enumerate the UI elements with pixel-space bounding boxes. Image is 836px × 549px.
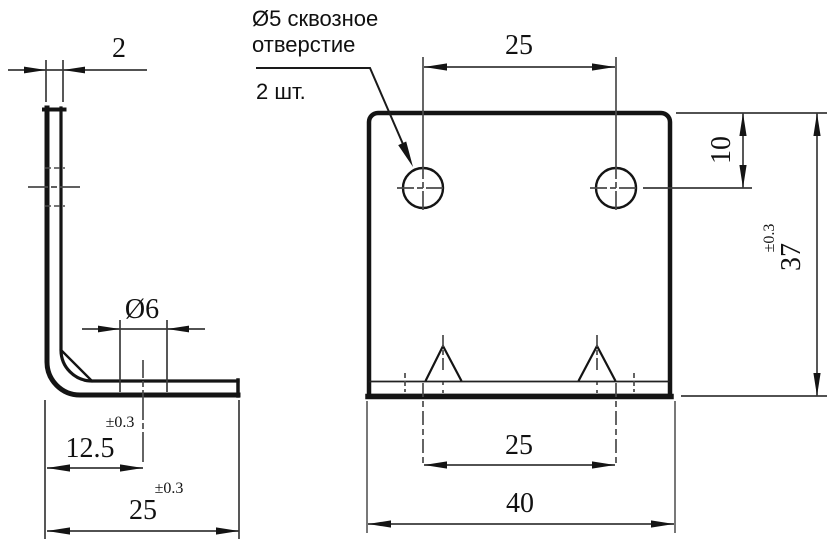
arrow (47, 464, 70, 472)
arrow (813, 113, 821, 136)
side-view (42, 105, 241, 398)
arrow (739, 165, 747, 188)
arrow (216, 527, 239, 535)
arrow (120, 464, 143, 472)
tol-leg-length: ±0.3 (154, 480, 184, 497)
front-view (365, 110, 674, 400)
leader-arrow (398, 141, 413, 167)
dim-offset: 12.5 (65, 433, 115, 464)
arrow (368, 520, 391, 528)
arrow (98, 325, 120, 333)
hole-note-line2: отверстие (252, 32, 356, 57)
side-view-centerlines (28, 167, 144, 477)
arrow (592, 461, 615, 469)
dim-hole-top-offset: 10 (706, 136, 737, 164)
front-view-centerlines (397, 57, 643, 465)
arrow (813, 373, 821, 396)
side-view-bend-chord (59, 348, 94, 383)
arrow (24, 66, 46, 74)
dim-height: 37 (776, 243, 807, 271)
dim-bottom-spacing: 25 (505, 430, 533, 461)
dim-top-spacing: 25 (505, 30, 533, 61)
side-view-inner-profile (59, 106, 240, 383)
arrow (63, 66, 85, 74)
arrow (424, 63, 447, 71)
arrow (424, 461, 447, 469)
tol-offset: ±0.3 (105, 414, 135, 431)
side-view-outer-profile (44, 105, 241, 398)
arrow (167, 325, 189, 333)
arrow (651, 520, 674, 528)
leader-line (256, 67, 410, 159)
front-view-outline (366, 110, 673, 399)
front-view-dimensions (256, 66, 827, 533)
hole-note-line1: Ø5 сквозное (252, 6, 379, 31)
dim-thickness: 2 (112, 33, 126, 64)
hole-note-qty: 2 шт. (256, 79, 306, 104)
side-view-arrowheads (24, 66, 239, 535)
dim-hole6: Ø6 (124, 294, 160, 325)
arrow (739, 113, 747, 136)
arrow (47, 527, 70, 535)
dim-leg-length: 25 (129, 495, 157, 526)
arrow (592, 63, 615, 71)
dim-width: 40 (506, 488, 534, 519)
front-view-arrowheads (368, 63, 821, 528)
